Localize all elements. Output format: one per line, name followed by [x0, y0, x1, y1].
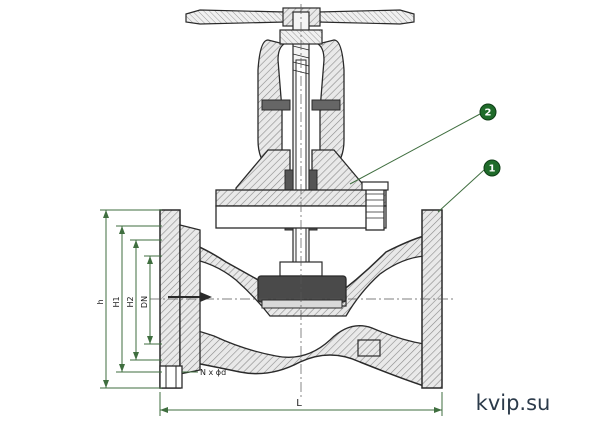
dim-label-h2: H2	[126, 296, 135, 307]
watermark-text: kvip.su	[476, 391, 551, 415]
dim-label-length: L	[296, 398, 302, 409]
dim-label-h: h	[96, 299, 105, 304]
valve-disc	[257, 261, 347, 309]
callout-1: 1	[483, 159, 501, 177]
callout-2: 2	[479, 103, 497, 121]
dim-label-dn: DN	[140, 296, 149, 308]
dim-label-h1: H1	[112, 296, 121, 307]
flow-arrow	[168, 292, 212, 302]
callout-leaders	[349, 113, 485, 213]
yoke	[257, 29, 345, 171]
left-flange	[159, 209, 201, 389]
callout-2-label: 2	[485, 108, 492, 119]
bonnet-bolt	[361, 181, 389, 231]
dimension-arrowheads	[103, 210, 442, 413]
dimension-lines	[100, 209, 443, 416]
dim-label-bolts: N x ϕd	[200, 368, 226, 377]
callout-1-label: 1	[489, 164, 496, 175]
right-flange	[421, 209, 443, 389]
